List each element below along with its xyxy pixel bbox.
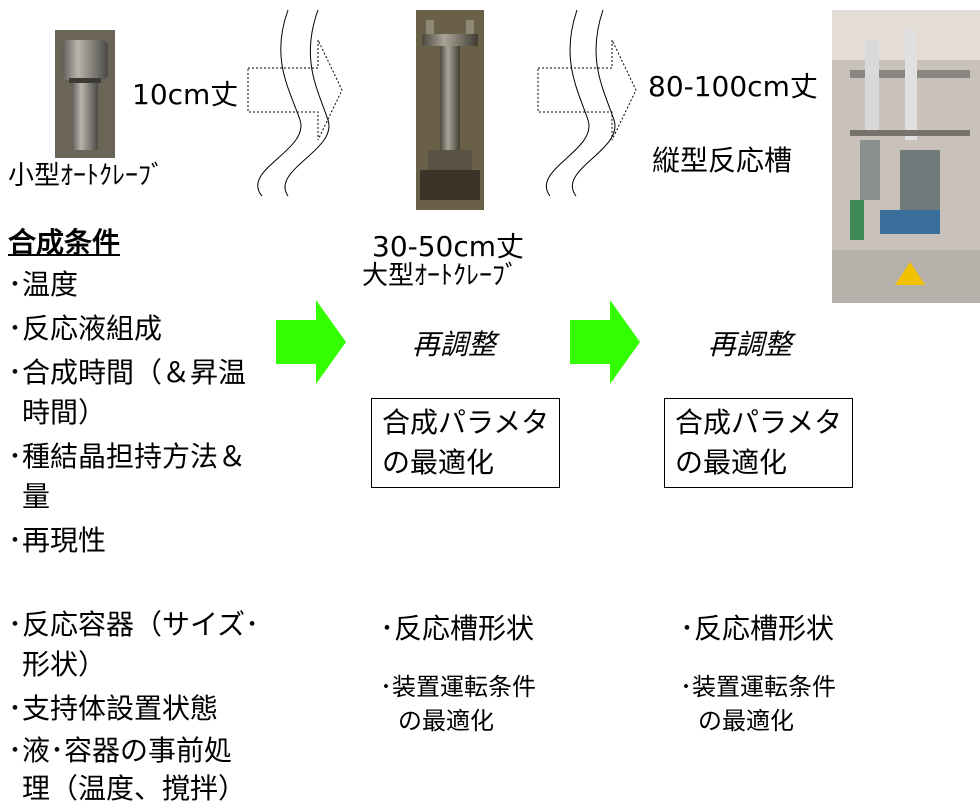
other-condition-line-2: 形状） bbox=[22, 648, 107, 681]
stage3-readjust-label: 再調整 bbox=[708, 328, 793, 361]
stage1-height-label: 10cm丈 bbox=[132, 78, 239, 111]
stage2-device-label: 大型ｵｰﾄｸﾚｰﾌﾞ bbox=[362, 261, 519, 291]
break-lines-1 bbox=[257, 9, 330, 197]
break-lines-2 bbox=[546, 9, 616, 197]
green-arrow-2 bbox=[570, 300, 640, 384]
condition-line-2: ･反応液組成 bbox=[8, 312, 163, 345]
condition-line-3: ･合成時間（＆昇温 bbox=[8, 356, 247, 389]
stage3-device-label: 縦型反応槽 bbox=[652, 144, 793, 177]
stage3-item-1: ･反応槽形状 bbox=[680, 612, 835, 645]
stage3-item-3: の最適化 bbox=[698, 707, 794, 735]
stage2-param-line-2: の最適化 bbox=[382, 446, 495, 479]
dotted-arrow-2 bbox=[537, 39, 637, 141]
dotted-arrow-1 bbox=[247, 39, 343, 141]
stage3-item-2: ･装置運転条件 bbox=[680, 673, 836, 701]
other-condition-line-5: 理（温度、撹拌） bbox=[22, 772, 247, 805]
stage1-device-label: 小型ｵｰﾄｸﾚｰﾌﾞ bbox=[8, 161, 165, 191]
small-autoclave-photo bbox=[55, 30, 115, 158]
stage2-param-line-1: 合成パラメタ bbox=[382, 406, 550, 439]
condition-line-4: 時間） bbox=[22, 396, 107, 429]
stage2-param-box: 合成パラメタ の最適化 bbox=[371, 398, 561, 488]
stage2-item-3: の最適化 bbox=[398, 707, 494, 735]
vertical-reactor-photo bbox=[832, 10, 980, 303]
large-autoclave-photo bbox=[416, 10, 484, 210]
green-arrow-1 bbox=[276, 300, 346, 384]
stage2-height-label: 30-50cm丈 bbox=[372, 230, 525, 263]
stage3-param-line-2: の最適化 bbox=[675, 446, 788, 479]
other-condition-line-3: ･支持体設置状態 bbox=[8, 692, 219, 725]
other-condition-line-1: ･反応容器（サイズ･ bbox=[8, 608, 260, 641]
stage3-param-box: 合成パラメタ の最適化 bbox=[664, 398, 854, 488]
other-condition-line-4: ･液･容器の事前処 bbox=[8, 734, 233, 767]
stage3-height-label: 80-100cm丈 bbox=[648, 70, 818, 103]
condition-line-1: ･温度 bbox=[8, 268, 79, 301]
condition-line-7: ･再現性 bbox=[8, 524, 107, 557]
stage2-item-2: ･装置運転条件 bbox=[380, 673, 536, 701]
stage2-item-1: ･反応槽形状 bbox=[380, 612, 535, 645]
condition-line-6: 量 bbox=[22, 480, 51, 513]
stage2-readjust-label: 再調整 bbox=[412, 328, 497, 361]
condition-line-5: ･種結晶担持方法＆ bbox=[8, 440, 247, 473]
stage3-param-line-1: 合成パラメタ bbox=[675, 406, 843, 439]
conditions-heading: 合成条件 bbox=[8, 226, 121, 259]
